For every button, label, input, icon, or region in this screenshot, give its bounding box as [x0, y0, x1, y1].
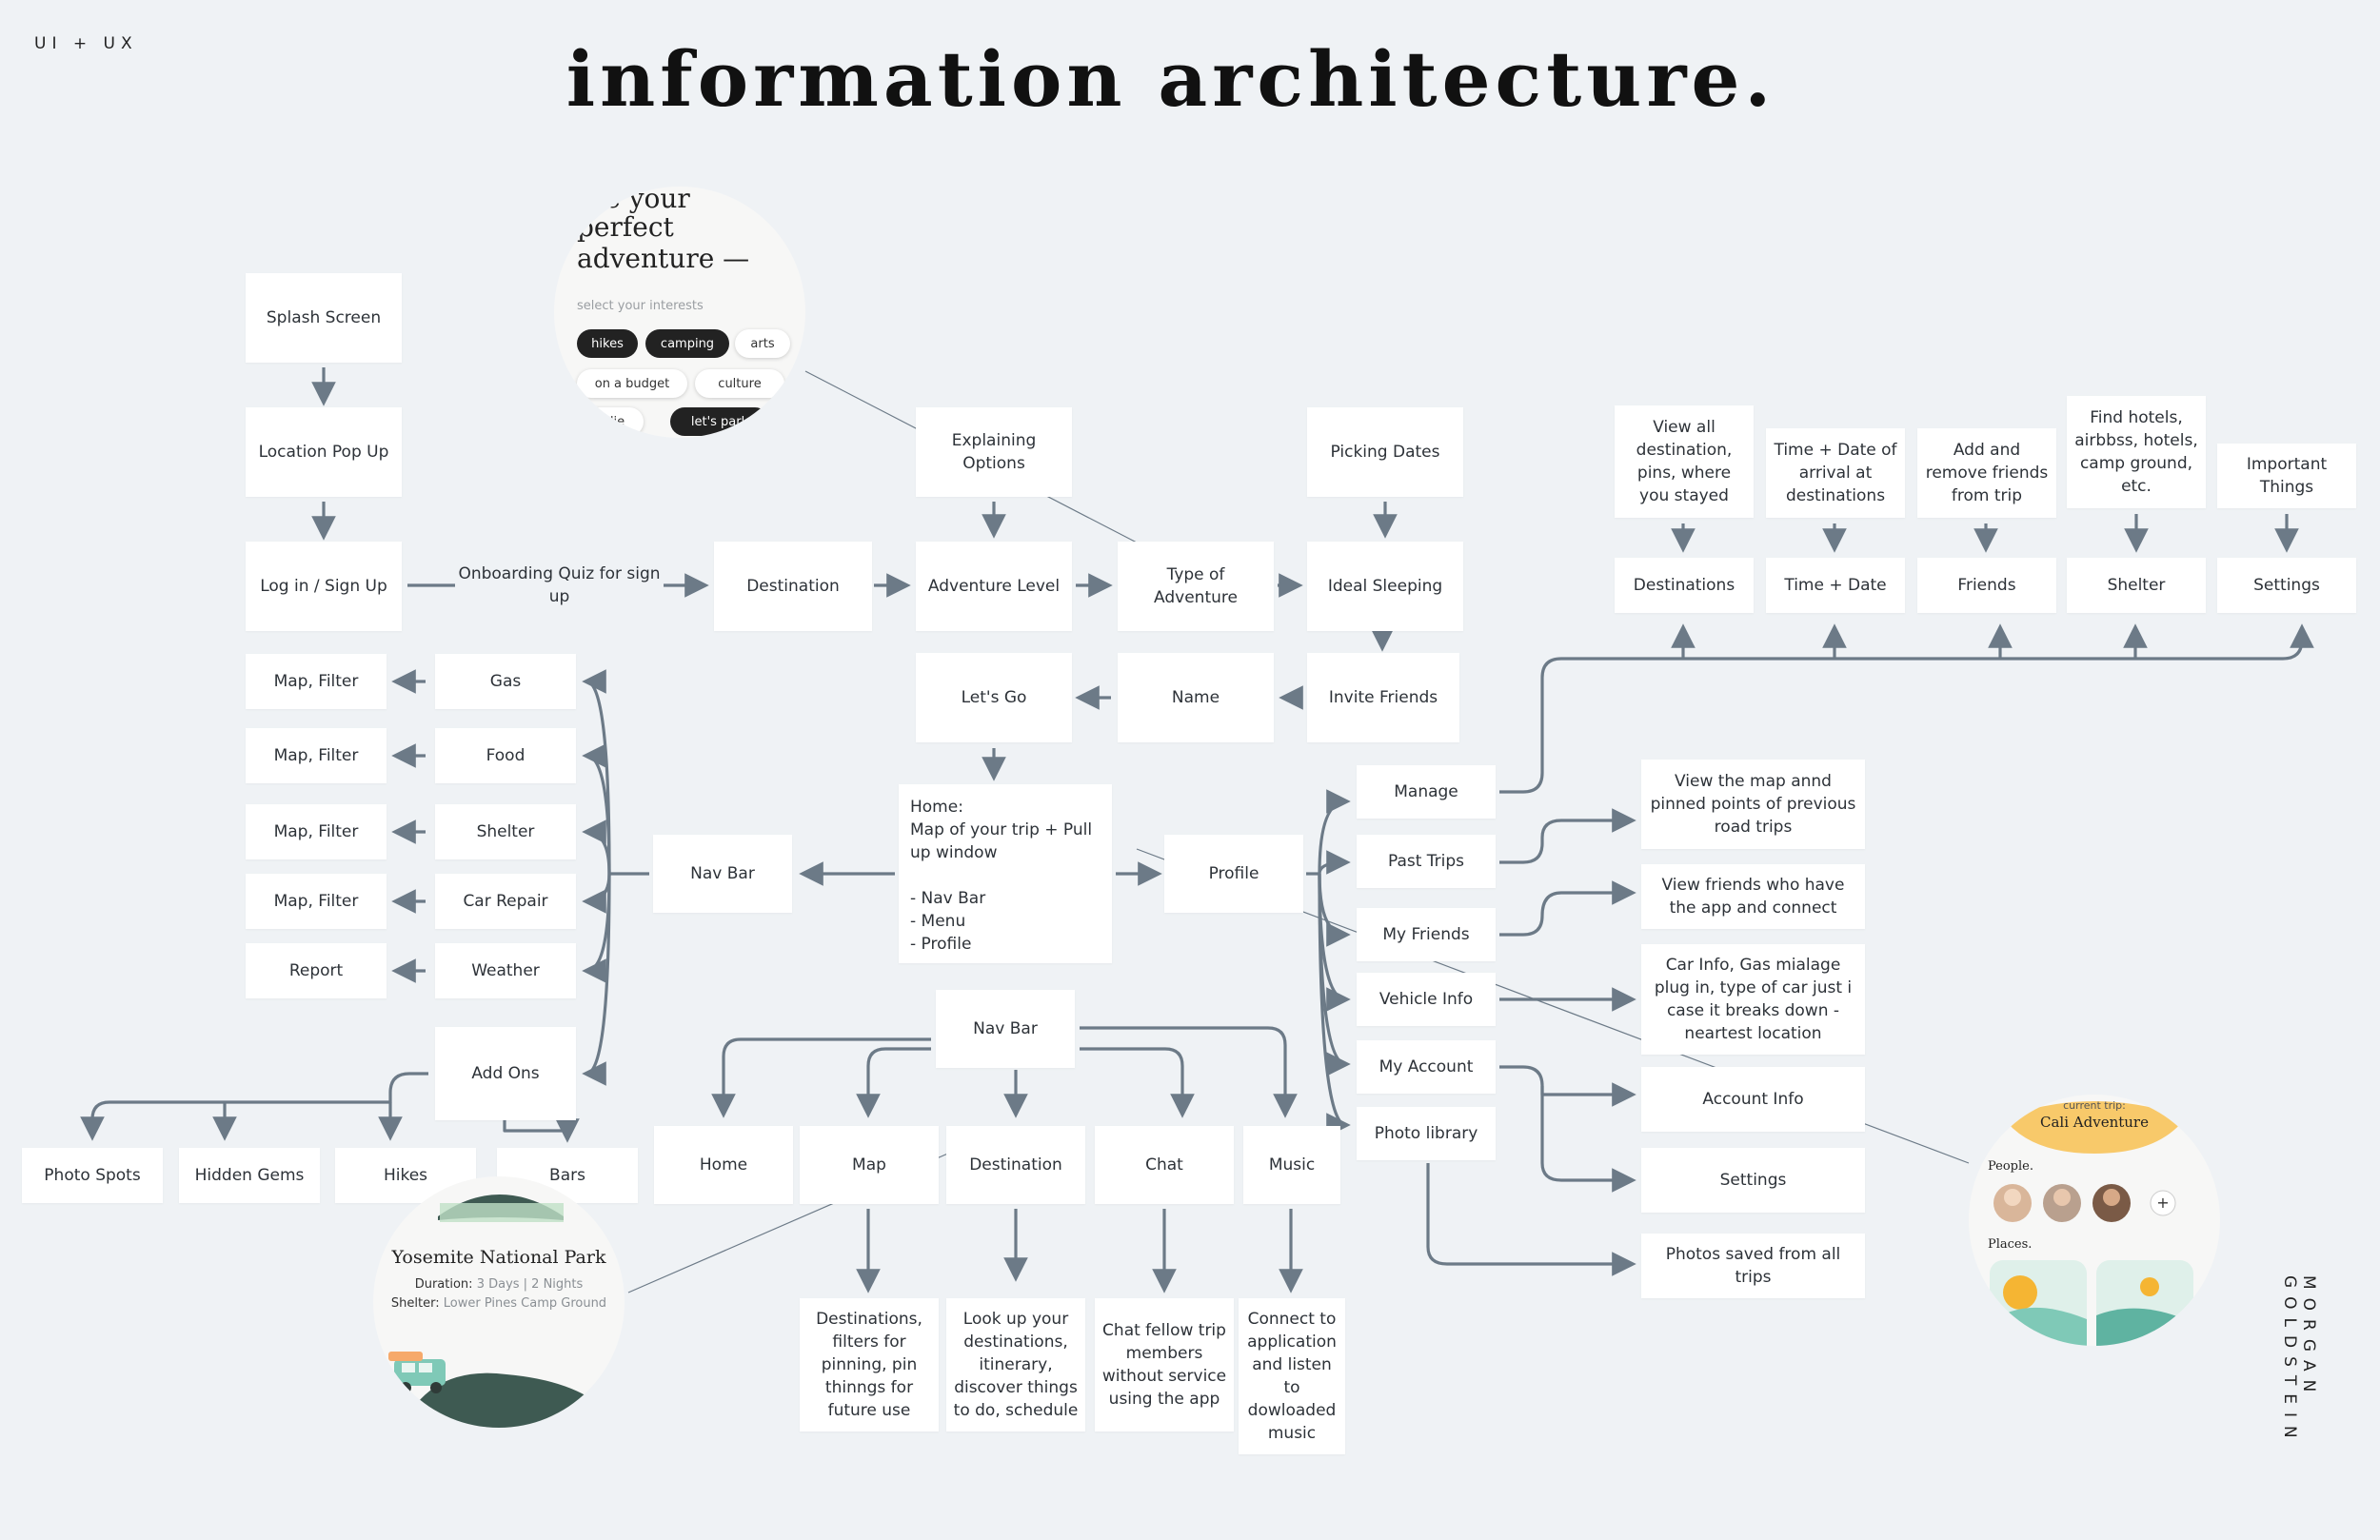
- node-type-of-adventure: Type of Adventure: [1118, 542, 1274, 631]
- node-time-date-description: Time + Date of arrival at destinations: [1766, 428, 1905, 518]
- node-account-info: Account Info: [1641, 1067, 1865, 1132]
- node-navbar-map: Map: [800, 1126, 939, 1204]
- node-vehicle-description: Car Info, Gas mialage plug in, type of c…: [1641, 944, 1865, 1055]
- node-manage: Manage: [1357, 765, 1496, 819]
- node-report: Report: [246, 943, 387, 998]
- add-person-button[interactable]: +: [2156, 1194, 2170, 1212]
- node-vehicle-info: Vehicle Info: [1357, 973, 1496, 1026]
- node-past-trips: Past Trips: [1357, 835, 1496, 888]
- node-map-filter-gas: Map, Filter: [246, 654, 387, 709]
- park-illustration: [388, 1194, 621, 1428]
- node-weather: Weather: [435, 943, 576, 998]
- quiz-heading-1: ose your: [575, 187, 690, 214]
- node-my-friends: My Friends: [1357, 908, 1496, 961]
- places-label: Places.: [1988, 1237, 2033, 1252]
- park-shelter-label: Shelter:: [390, 1296, 440, 1311]
- people-label: People.: [1988, 1159, 2033, 1174]
- node-past-trips-description: View the map annd pinned points of previ…: [1641, 760, 1865, 849]
- author-name: MORGAN GOLDSTEIN: [2280, 1275, 2318, 1447]
- node-chat-description: Chat fellow trip members without service…: [1095, 1298, 1234, 1431]
- node-music-description: Connect to application and listen to dow…: [1239, 1298, 1345, 1454]
- node-hidden-gems: Hidden Gems: [179, 1148, 320, 1203]
- node-map-filter-food: Map, Filter: [246, 728, 387, 783]
- quiz-subtitle: select your interests: [577, 299, 704, 313]
- profile-trip-name: Cali Adventure: [2040, 1114, 2149, 1131]
- node-nav-bar-left: Nav Bar: [653, 835, 792, 913]
- quiz-heading-3: adventure —: [577, 243, 750, 274]
- node-explaining-options: Explaining Options: [916, 407, 1072, 497]
- page-title: information architecture.: [565, 34, 1776, 124]
- node-my-account: My Account: [1357, 1040, 1496, 1094]
- chip-arts[interactable]: arts: [735, 329, 790, 358]
- node-manage-friends: Friends: [1917, 558, 2056, 613]
- node-photo-spots: Photo Spots: [22, 1148, 163, 1203]
- node-navbar-music: Music: [1243, 1126, 1340, 1204]
- node-add-ons: Add Ons: [435, 1027, 576, 1120]
- node-friends-description: View friends who have the app and connec…: [1641, 864, 1865, 929]
- node-destination-description: Look up your destinations, itinerary, di…: [946, 1298, 1085, 1431]
- node-navbar-chat: Chat: [1095, 1126, 1234, 1204]
- node-photos-description: Photos saved from all trips: [1641, 1234, 1865, 1298]
- node-login-signup: Log in / Sign Up: [246, 542, 402, 631]
- node-location-popup: Location Pop Up: [246, 407, 402, 497]
- node-manage-shelter: Shelter: [2067, 558, 2206, 613]
- node-hikes: Hikes: [335, 1148, 476, 1203]
- quiz-mockup: ose your perfect adventure — select your…: [554, 187, 805, 438]
- ui-ux-tag: UI + UX: [34, 34, 138, 53]
- node-destinations-description: View all destination, pins, where you st…: [1615, 405, 1754, 518]
- chip-on-a-budget[interactable]: on a budget: [577, 369, 687, 398]
- profile-illustration: [1990, 1101, 2193, 1346]
- chip-foodie[interactable]: foodie: [567, 407, 644, 436]
- node-shelter: Shelter: [435, 804, 576, 859]
- node-profile: Profile: [1164, 835, 1303, 913]
- node-picking-dates: Picking Dates: [1307, 407, 1463, 497]
- profile-trip-label: current trip:: [2063, 1099, 2126, 1112]
- node-lets-go: Let's Go: [916, 653, 1072, 742]
- park-title: Yosemite National Park: [391, 1247, 606, 1268]
- node-splash-screen: Splash Screen: [246, 273, 402, 363]
- chip-hikes[interactable]: hikes: [577, 329, 638, 358]
- node-settings-description: Important Things: [2217, 444, 2356, 508]
- node-name: Name: [1118, 653, 1274, 742]
- park-shelter-value: Lower Pines Camp Ground: [443, 1296, 607, 1311]
- node-map-filter-shelter: Map, Filter: [246, 804, 387, 859]
- profile-mockup: current trip: Cali Adventure People. + P…: [1969, 1095, 2220, 1346]
- node-map-description: Destinations, filters for pinning, pin t…: [800, 1298, 939, 1431]
- park-mockup: Yosemite National Park Duration: 3 Days …: [373, 1176, 625, 1428]
- node-ideal-sleeping: Ideal Sleeping: [1307, 542, 1463, 631]
- node-gas: Gas: [435, 654, 576, 709]
- node-home: Home: Map of your trip + Pull up window …: [899, 784, 1112, 963]
- node-destination: Destination: [714, 542, 872, 631]
- node-manage-settings: Settings: [2217, 558, 2356, 613]
- chip-lets-park[interactable]: let's park: [670, 407, 769, 436]
- chip-culture[interactable]: culture: [695, 369, 784, 398]
- node-nav-bar-bottom: Nav Bar: [936, 990, 1075, 1068]
- park-duration-value: 3 Days | 2 Nights: [476, 1277, 584, 1292]
- node-adventure-level: Adventure Level: [916, 542, 1072, 631]
- node-food: Food: [435, 728, 576, 783]
- node-manage-destinations: Destinations: [1615, 558, 1754, 613]
- node-invite-friends: Invite Friends: [1307, 653, 1459, 742]
- node-photo-library: Photo library: [1357, 1107, 1496, 1160]
- node-navbar-home: Home: [654, 1126, 793, 1204]
- quiz-heading-2: perfect: [577, 211, 674, 243]
- chip-camping[interactable]: camping: [645, 329, 729, 358]
- node-manage-time-date: Time + Date: [1766, 558, 1905, 613]
- node-map-filter-car-repair: Map, Filter: [246, 874, 387, 929]
- node-car-repair: Car Repair: [435, 874, 576, 929]
- node-settings-account: Settings: [1641, 1148, 1865, 1213]
- node-onboarding-quiz: Onboarding Quiz for sign up: [455, 564, 664, 606]
- park-duration-label: Duration:: [414, 1277, 473, 1292]
- node-shelter-description: Find hotels, airbbss, hotels, camp groun…: [2067, 396, 2206, 508]
- node-friends-manage-description: Add and remove friends from trip: [1917, 428, 2056, 518]
- node-navbar-destination: Destination: [946, 1126, 1085, 1204]
